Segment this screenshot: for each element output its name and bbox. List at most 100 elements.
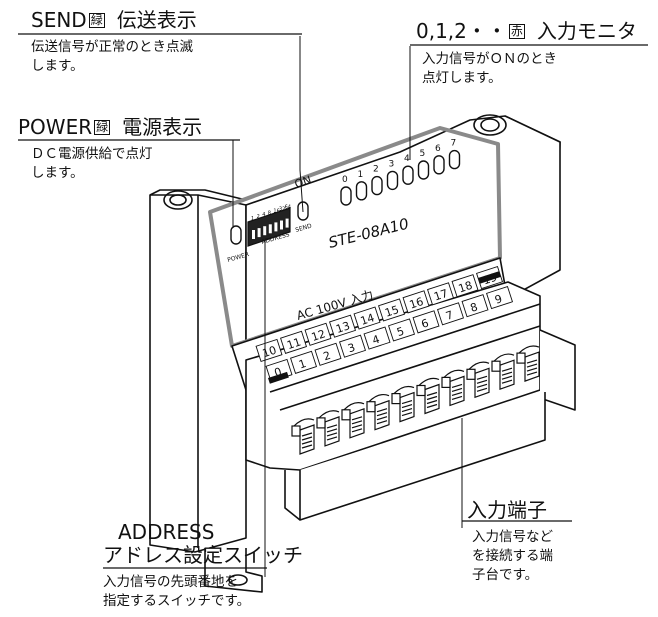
terminal-number-front: 3 (346, 341, 357, 356)
dip-value-label: 32 (279, 207, 285, 213)
terminal-label-box (486, 285, 514, 310)
dip-lever[interactable] (268, 224, 272, 234)
terminal-screw[interactable] (441, 369, 465, 407)
power-led (230, 225, 242, 245)
mount-hole-right (473, 114, 507, 136)
leader-send (299, 36, 304, 213)
dip-lever[interactable] (285, 218, 289, 228)
mount-hole-left (163, 190, 193, 210)
dip-value-label: 8 (268, 210, 271, 216)
terminal-screw[interactable] (416, 377, 440, 415)
terminal-number-front: 8 (469, 300, 480, 315)
green-mark: 緑 (88, 13, 105, 28)
terminal-screw[interactable] (491, 353, 515, 391)
input-monitor-led (417, 160, 430, 180)
terminal-number-back: 16 (408, 295, 425, 312)
terminal-callout-desc: 入力信号など を接続する端 子台です。 (472, 529, 553, 583)
terminal-end-marker (268, 371, 289, 384)
terminal-label-box (304, 322, 332, 346)
panel-bezel (208, 126, 502, 348)
terminal-label-box (280, 330, 308, 354)
send-callout-desc: 伝送信号が正常のとき点滅 します。 (31, 39, 193, 74)
terminal-label-box (412, 310, 440, 334)
dip-lever[interactable] (274, 222, 278, 232)
led-number: 3 (389, 159, 395, 169)
dip-value-label: 2 (257, 214, 260, 220)
terminal-label-box (388, 318, 416, 342)
terminal-screw[interactable] (341, 402, 365, 439)
dip-lever[interactable] (280, 220, 283, 230)
terminal-screw[interactable] (366, 393, 390, 431)
terminal-number-back: 12 (310, 327, 327, 344)
terminal-number-front: 0 (273, 365, 284, 380)
terminal-label-box (290, 350, 318, 374)
input-monitor-led (340, 186, 352, 206)
led-number: 7 (451, 139, 457, 149)
dip-value-label: 64 (285, 205, 291, 211)
dip-lever[interactable] (257, 228, 261, 238)
terminal-number-front: 2 (322, 349, 333, 364)
terminal-number-back: 15 (383, 303, 400, 320)
terminal-number-front: 4 (371, 333, 382, 348)
dip-lever[interactable] (263, 226, 267, 236)
terminal-screw[interactable] (466, 361, 490, 399)
terminal-screw[interactable] (316, 410, 340, 447)
terminal-number-back: 13 (334, 319, 351, 336)
terminal-label-box (378, 298, 406, 322)
terminal-label-box (363, 326, 391, 350)
terminal-callout-title: 入力端子 (467, 498, 547, 522)
terminal-number-back: 17 (432, 287, 449, 304)
terminal-number-back: 18 (457, 279, 474, 296)
led-number: 0 (342, 175, 348, 185)
terminal-screw[interactable] (391, 385, 415, 423)
input-monitor-led (433, 155, 445, 175)
terminal-number-front: 9 (493, 292, 504, 307)
terminal-number-front: 6 (420, 316, 431, 331)
input-monitor-led (448, 149, 461, 170)
power-callout-desc: ＤＣ電源供給で点灯 します。 (31, 146, 153, 181)
led-number: 6 (435, 144, 441, 154)
terminal-screw[interactable] (291, 418, 315, 455)
input-monitor-led (371, 175, 383, 196)
terminal-end-marker (478, 271, 501, 284)
terminal-number-back: 14 (359, 311, 376, 328)
terminal-label-box (314, 342, 342, 366)
terminal-label-box (427, 282, 455, 306)
led-number: 5 (420, 149, 426, 159)
address-callout-title: ADDRESS (118, 520, 215, 544)
monitor-callout-desc: 入力信号がＯＮのとき 点灯します。 (422, 51, 557, 86)
terminal-label-box (461, 294, 489, 318)
input-monitor-led (402, 165, 414, 185)
dip-value-label: 4 (262, 212, 265, 218)
terminal-number-back: 11 (285, 335, 302, 352)
terminal-label-box (451, 274, 479, 298)
led-number: 2 (373, 165, 379, 175)
terminal-number-front: 1 (297, 357, 308, 372)
led-number: 4 (404, 154, 410, 164)
terminal-screw[interactable] (516, 345, 540, 382)
input-monitor-led (386, 170, 399, 191)
dip-value-label: 16 (273, 208, 279, 214)
terminal-label-box (339, 334, 367, 358)
led-number: 1 (358, 170, 364, 180)
dip-lever[interactable] (252, 230, 255, 239)
terminal-number-front: 7 (444, 308, 455, 323)
terminal-label-box (255, 338, 283, 363)
monitor-callout-title: 0,1,2・・赤入力モニタ (416, 19, 637, 43)
green-mark: 緑 (94, 120, 111, 135)
dip-value-label: 1 (251, 216, 254, 222)
address-callout-desc: 入力信号の先頭番地を 指定するスイッチです。 (103, 574, 251, 609)
terminal-number-front: 5 (395, 325, 406, 340)
address-callout-subtitle: アドレス設定スイッチ (103, 543, 303, 567)
red-mark: 赤 (508, 24, 525, 39)
send-label: SEND (295, 222, 313, 233)
terminal-label-box (437, 302, 465, 326)
input-monitor-led (355, 181, 368, 201)
terminal-label-box (402, 290, 430, 314)
terminal-label-box (353, 306, 381, 330)
terminal-label-box (329, 314, 357, 338)
on-label: ON (293, 173, 313, 191)
